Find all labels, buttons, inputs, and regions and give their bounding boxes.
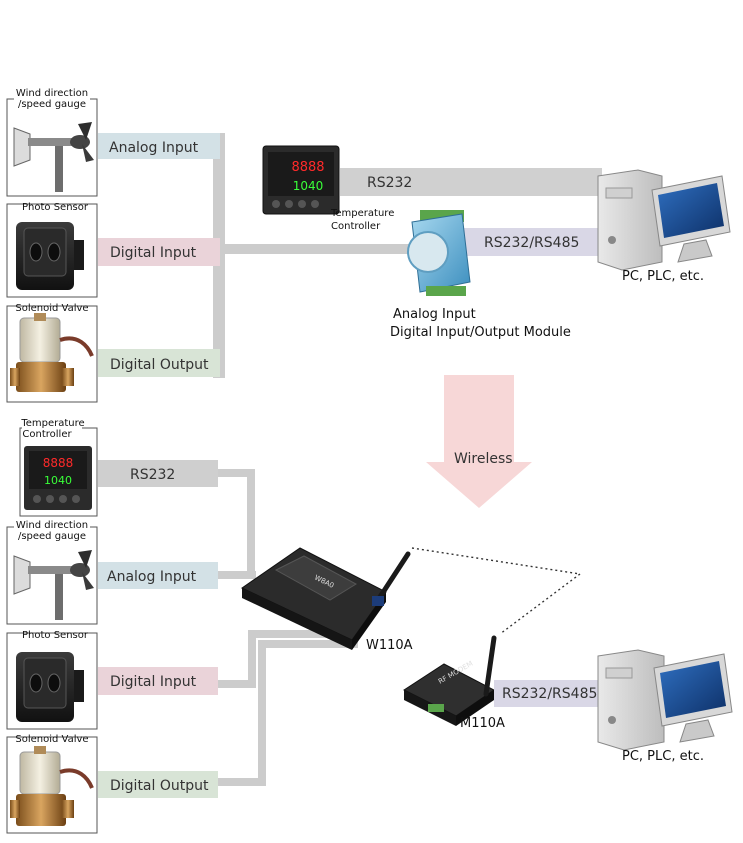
top-io-module: Analog Input Digital Input/Output Module — [390, 210, 571, 340]
bottom-tag-digital-output-label: Digital Output — [110, 778, 209, 794]
top-pc-icon: PC, PLC, etc. — [597, 169, 731, 284]
top-controller-caption-2: Controller — [331, 221, 381, 232]
top-tag-digital-output-label: Digital Output — [110, 357, 209, 373]
bottom-tag-digital-output: Digital Output — [98, 771, 218, 798]
top-tag-analog-input-label: Analog Input — [109, 140, 199, 156]
top-device-photo-sensor: Photo Sensor — [6, 202, 98, 298]
top-pc-caption: PC, PLC, etc. — [622, 269, 704, 284]
top-device-solenoid-valve: Solenoid Valve — [6, 303, 98, 403]
top-valve-caption: Solenoid Valve — [15, 303, 88, 314]
temperature-controller-icon: 8888 1040 — [24, 446, 92, 510]
wind-gauge-icon — [13, 550, 94, 620]
bottom-wind-caption-2: /speed gauge — [18, 531, 86, 542]
bottom-controller-pv: 8888 — [43, 456, 74, 470]
bottom-wind-caption-1: Wind direction — [16, 520, 88, 531]
bottom-tag-analog-input: Analog Input — [98, 562, 218, 589]
bottom-photo-caption: Photo Sensor — [22, 630, 89, 641]
bottom-pc-icon: PC, PLC, etc. — [597, 649, 733, 764]
bottom-controller-caption-2: Controller — [22, 429, 72, 440]
bottom-device-solenoid-valve: Solenoid Valve — [6, 734, 98, 834]
top-tag-digital-input: Digital Input — [98, 238, 220, 266]
photo-sensor-icon — [16, 222, 84, 290]
m110a-label: M110A — [460, 716, 505, 731]
bottom-tag-digital-input: Digital Input — [98, 667, 218, 695]
top-tag-analog-input: Analog Input — [98, 133, 220, 159]
top-module-caption-1: Analog Input — [393, 307, 476, 322]
top-rs232-line: RS232 — [340, 168, 602, 196]
top-tag-digital-output: Digital Output — [98, 349, 220, 377]
w110a-device: W8A0 W110A — [241, 547, 413, 653]
top-rs232-rs485-line: RS232/RS485 — [462, 228, 602, 256]
top-tag-digital-input-label: Digital Input — [110, 245, 197, 261]
top-temperature-controller: 8888 1040 Temperature Controller — [262, 145, 394, 232]
bottom-tag-rs232: RS232 — [98, 460, 218, 487]
top-controller-caption-1: Temperature — [330, 208, 394, 219]
wind-gauge-icon — [13, 122, 94, 192]
photo-sensor-icon — [16, 652, 84, 722]
bottom-rs232-rs485-label: RS232/RS485 — [502, 686, 597, 702]
solenoid-valve-icon — [10, 313, 94, 392]
wireless-label: Wireless — [454, 451, 513, 467]
bottom-tag-digital-input-label: Digital Input — [110, 674, 197, 690]
top-controller-pv: 8888 — [291, 160, 324, 175]
solenoid-valve-icon — [10, 746, 94, 826]
top-controller-sv: 1040 — [293, 179, 324, 193]
bottom-device-photo-sensor: Photo Sensor — [6, 630, 98, 730]
bottom-wiring — [210, 469, 358, 786]
bottom-rs232-rs485-line: RS232/RS485 — [494, 680, 600, 707]
top-photo-caption: Photo Sensor — [22, 202, 89, 213]
bottom-valve-caption: Solenoid Valve — [15, 734, 88, 745]
w110a-label: W110A — [366, 638, 413, 653]
bottom-tag-analog-input-label: Analog Input — [107, 569, 197, 585]
top-rs232-label: RS232 — [367, 175, 412, 191]
bottom-device-wind-gauge: Wind direction /speed gauge — [6, 520, 98, 625]
bottom-device-temperature-controller: Temperature Controller 8888 1040 — [19, 418, 98, 517]
top-rs232-rs485-label: RS232/RS485 — [484, 235, 579, 251]
bottom-pc-caption: PC, PLC, etc. — [622, 749, 704, 764]
bottom-controller-sv: 1040 — [44, 474, 72, 487]
bottom-tag-rs232-label: RS232 — [130, 467, 175, 483]
top-device-wind-gauge: Wind direction /speed gauge — [6, 88, 98, 197]
wireless-arrow: Wireless — [426, 375, 532, 508]
bottom-controller-caption-1: Temperature — [20, 418, 84, 429]
top-wind-caption-2: /speed gauge — [18, 99, 86, 110]
m110a-device: RF MODEM M110A — [402, 635, 505, 731]
top-module-caption-2: Digital Input/Output Module — [390, 325, 571, 340]
top-wind-caption-1: Wind direction — [16, 88, 88, 99]
wireless-dotted-path — [411, 547, 582, 635]
